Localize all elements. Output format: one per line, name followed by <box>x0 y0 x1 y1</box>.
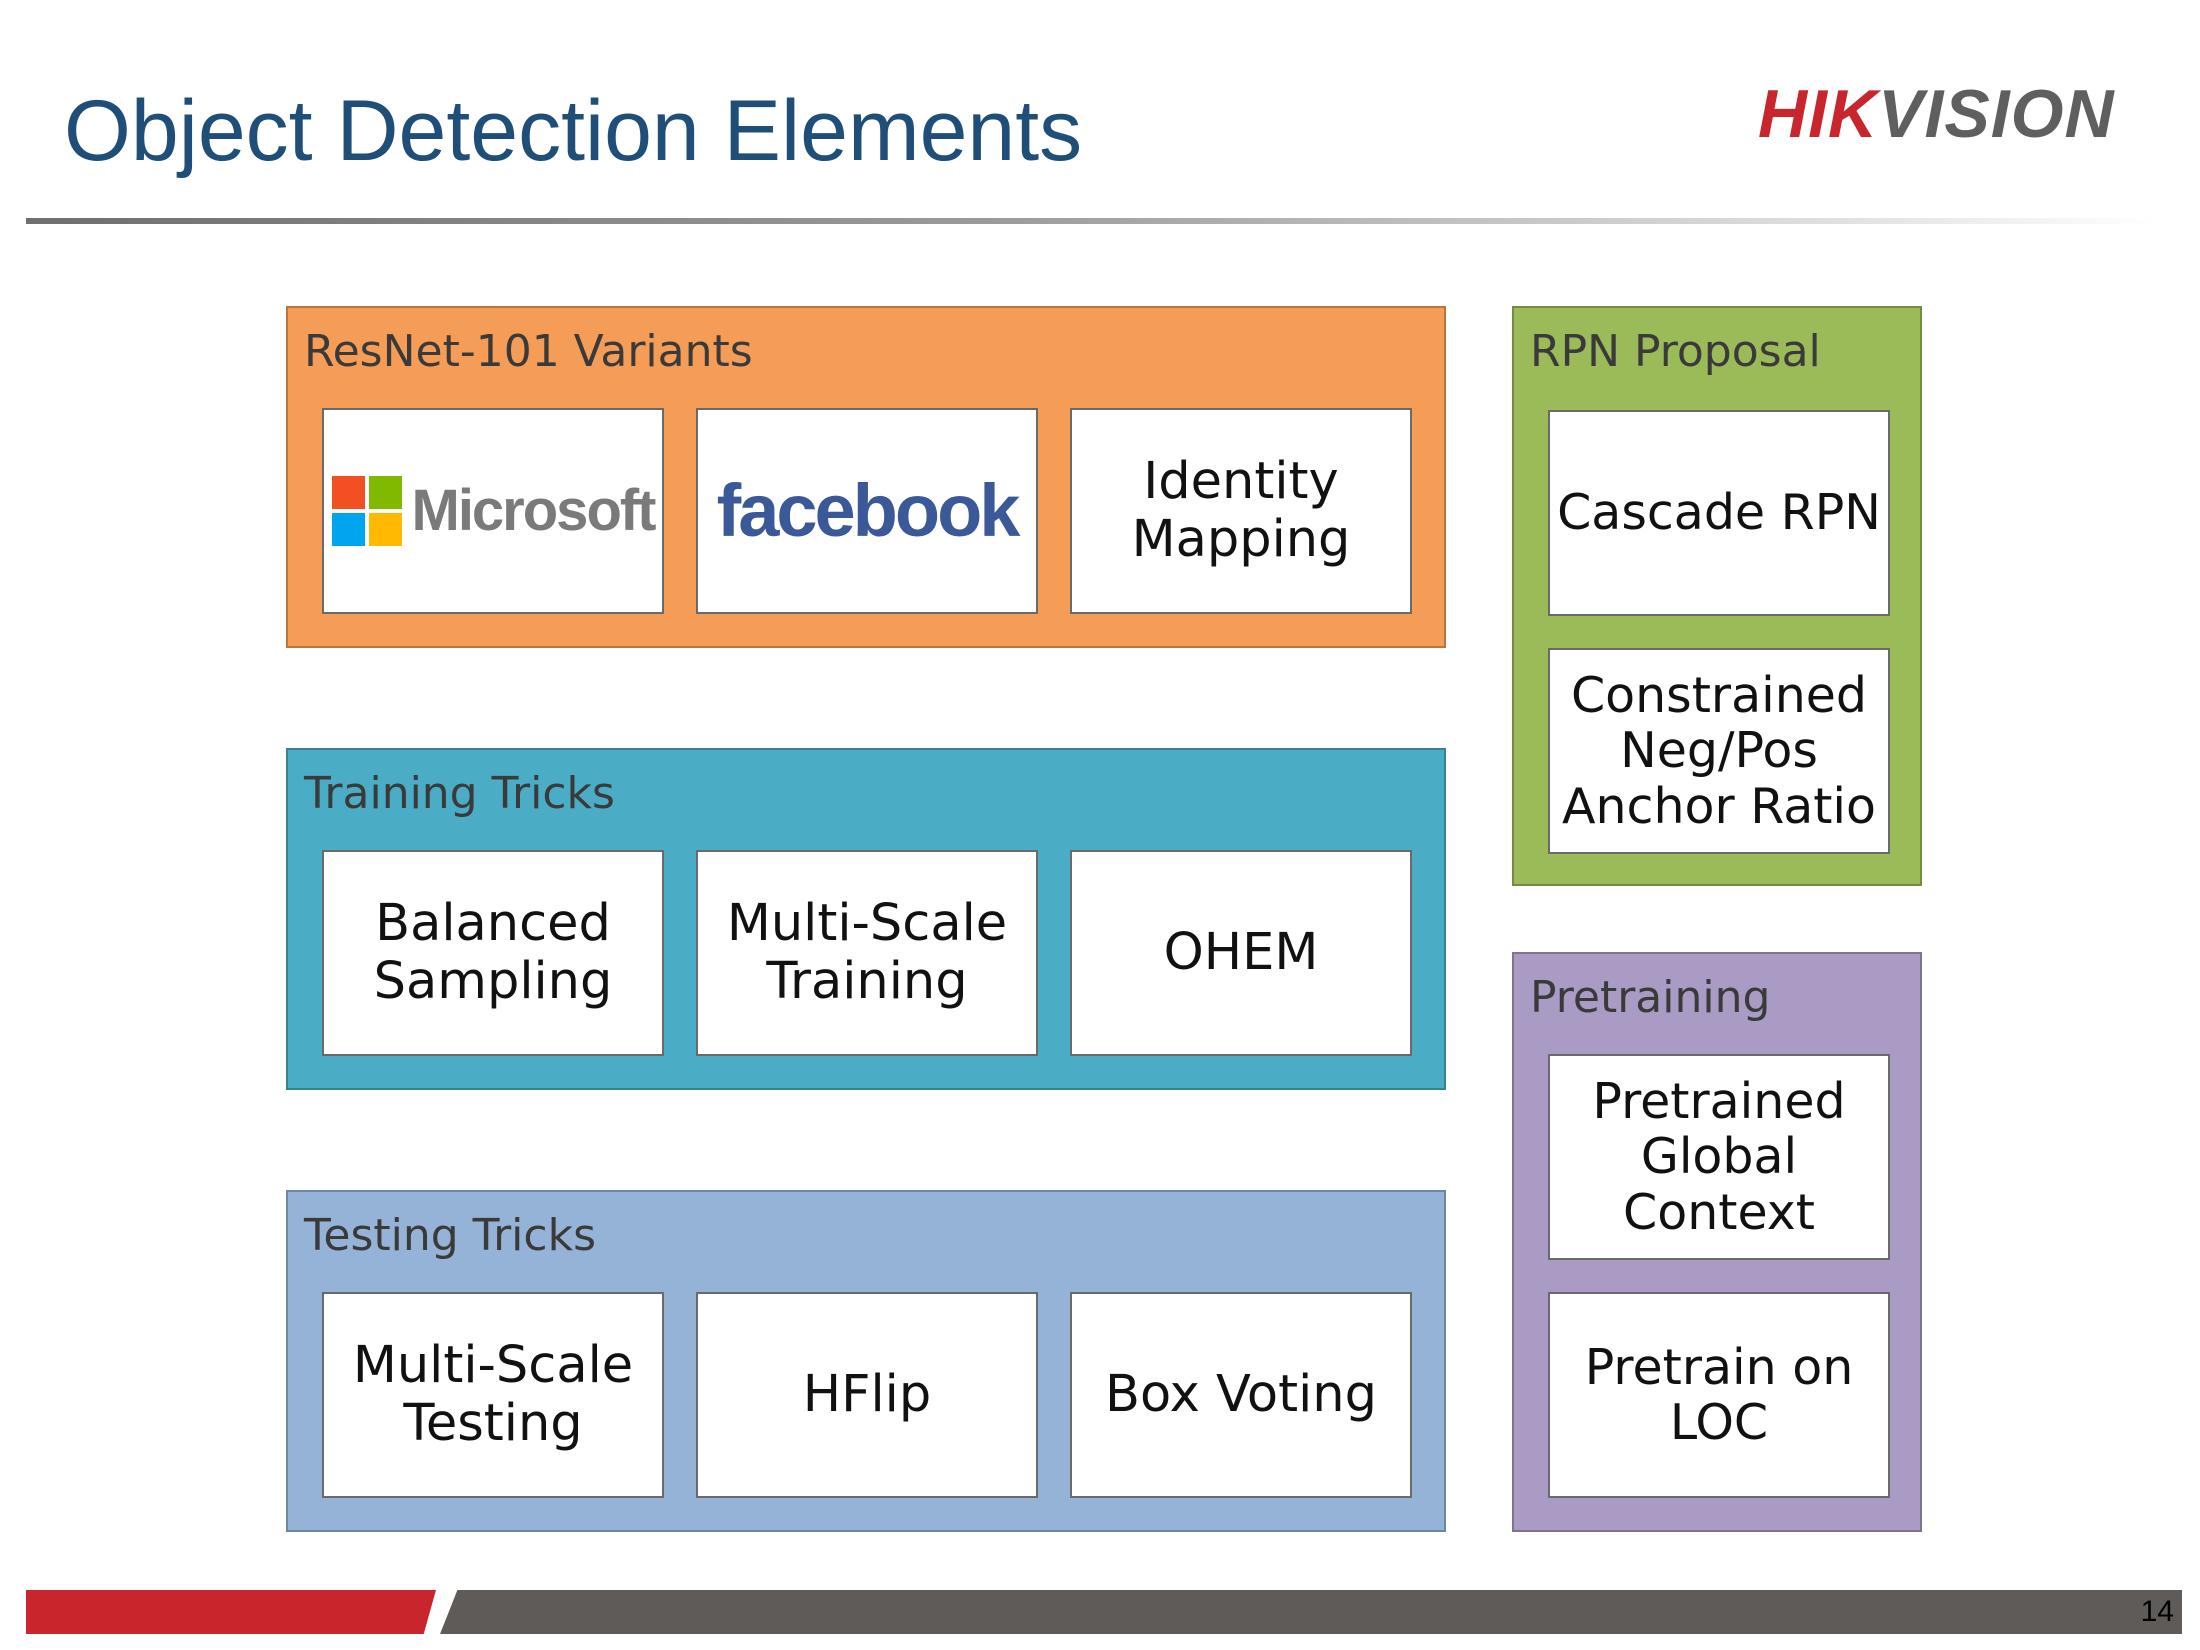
title-divider <box>26 218 2156 224</box>
group-rpn-proposal: RPN Proposal Cascade RPN Constrained Neg… <box>1512 306 1922 886</box>
group-resnet-variants: ResNet-101 Variants Microsoft facebook I… <box>286 306 1446 648</box>
microsoft-logo: Microsoft <box>331 476 657 546</box>
windows-four-squares-icon <box>331 476 402 546</box>
hikvision-logo: HIKVISION <box>1758 80 2115 148</box>
card-text-constrained-anchor-ratio: Constrained Neg/Pos Anchor Ratio <box>1561 666 1877 835</box>
group-testing-tricks: Testing Tricks Multi-Scale Testing HFlip… <box>286 1190 1446 1532</box>
logo-text-gray: VISION <box>1878 76 2115 152</box>
card-identity-mapping: Identity Mapping <box>1070 408 1412 614</box>
card-text-ohem: OHEM <box>1163 923 1319 983</box>
card-text-identity-mapping: Identity Mapping <box>1131 452 1351 569</box>
card-cascade-rpn: Cascade RPN <box>1548 410 1890 616</box>
card-text-hflip: HFlip <box>802 1365 932 1425</box>
footer-red-bar <box>26 1590 436 1634</box>
card-microsoft: Microsoft <box>322 408 664 614</box>
group-pretraining: Pretraining Pretrained Global Context Pr… <box>1512 952 1922 1532</box>
card-text-multi-scale-training: Multi-Scale Training <box>726 894 1008 1011</box>
card-text-pretrain-on-loc: Pretrain on LOC <box>1584 1338 1854 1451</box>
card-text-cascade-rpn: Cascade RPN <box>1557 484 1881 542</box>
card-balanced-sampling: Balanced Sampling <box>322 850 664 1056</box>
card-box-voting: Box Voting <box>1070 1292 1412 1498</box>
card-multi-scale-testing: Multi-Scale Testing <box>322 1292 664 1498</box>
group-label-resnet: ResNet-101 Variants <box>304 326 753 377</box>
footer-gray-bar <box>440 1590 2182 1634</box>
card-constrained-anchor-ratio: Constrained Neg/Pos Anchor Ratio <box>1548 648 1890 854</box>
card-pretrain-on-loc: Pretrain on LOC <box>1548 1292 1890 1498</box>
slide-title: Object Detection Elements <box>64 83 1083 179</box>
card-text-pretrained-global-context: Pretrained Global Context <box>1592 1072 1846 1241</box>
group-label-pretraining: Pretraining <box>1530 972 1771 1023</box>
card-text-multi-scale-testing: Multi-Scale Testing <box>352 1336 634 1453</box>
group-label-rpn: RPN Proposal <box>1530 326 1821 377</box>
page-number: 14 <box>2140 1595 2174 1628</box>
card-pretrained-global-context: Pretrained Global Context <box>1548 1054 1890 1260</box>
facebook-logo: facebook <box>716 469 1021 552</box>
card-text-box-voting: Box Voting <box>1104 1365 1377 1425</box>
card-facebook: facebook <box>696 408 1038 614</box>
card-text-balanced-sampling: Balanced Sampling <box>373 894 613 1011</box>
card-multi-scale-training: Multi-Scale Training <box>696 850 1038 1056</box>
logo-text-red: HIK <box>1758 76 1879 152</box>
microsoft-wordmark: Microsoft <box>411 478 657 543</box>
card-ohem: OHEM <box>1070 850 1412 1056</box>
card-hflip: HFlip <box>696 1292 1038 1498</box>
group-label-testing: Testing Tricks <box>304 1210 596 1261</box>
group-training-tricks: Training Tricks Balanced Sampling Multi-… <box>286 748 1446 1090</box>
group-label-training: Training Tricks <box>304 768 615 819</box>
